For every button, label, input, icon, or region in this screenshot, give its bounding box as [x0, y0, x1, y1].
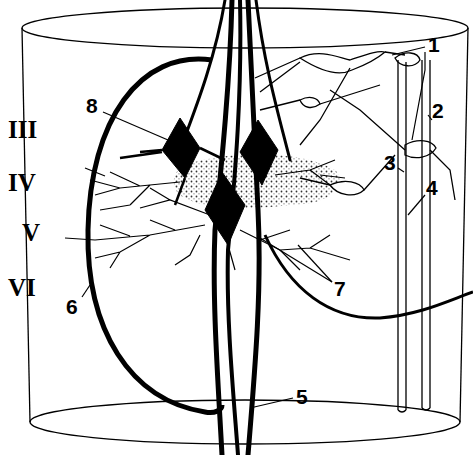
callout-number: 4 — [426, 177, 438, 198]
leader-lines — [82, 47, 432, 408]
fiber-bundle — [180, 0, 290, 455]
callout-number: 1 — [428, 34, 440, 55]
callout-number: 3 — [384, 152, 396, 173]
callout-number: 8 — [86, 95, 98, 116]
dendrite-branches — [65, 160, 350, 270]
layer-numeral: V — [22, 220, 40, 245]
layer-numeral: VI — [8, 275, 36, 300]
callout-number: 5 — [296, 386, 308, 407]
outlined-neurons — [300, 52, 436, 195]
layer-numeral: IV — [8, 170, 36, 195]
axon-fiber — [265, 235, 473, 318]
callout-number: 2 — [432, 100, 444, 121]
layer-numeral: III — [8, 117, 37, 142]
callout-number: 7 — [334, 278, 346, 299]
recurrent-fiber — [88, 59, 222, 412]
column-cylinder — [22, 8, 468, 444]
callout-number: 6 — [66, 296, 78, 317]
neuron-processes — [255, 52, 455, 412]
